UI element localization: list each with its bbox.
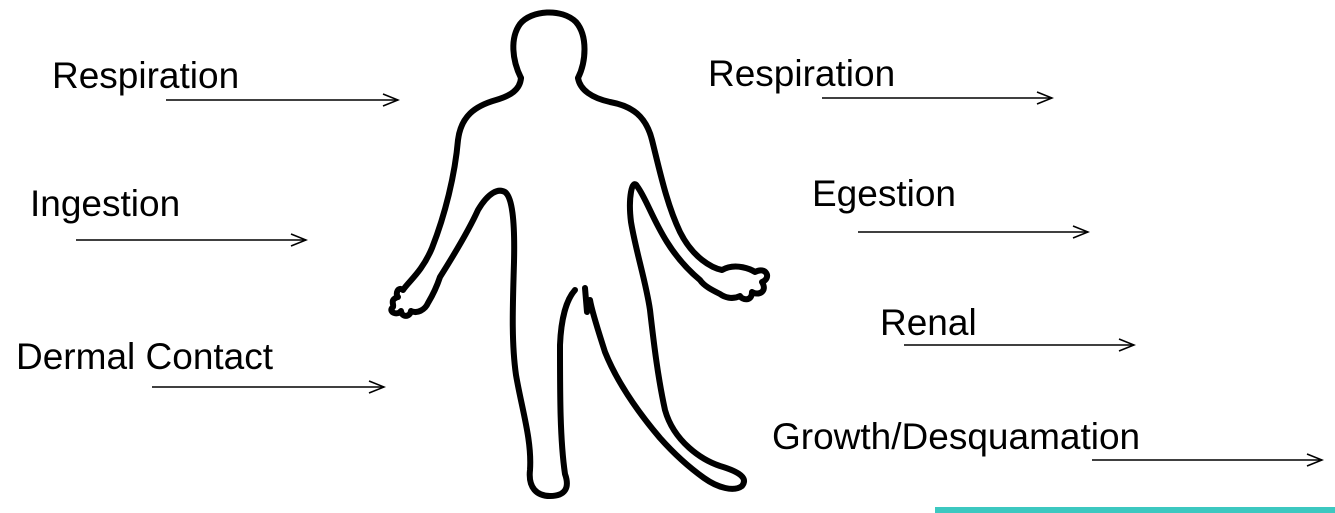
body-left-side [391, 78, 575, 496]
elimination-arrows [822, 98, 1322, 460]
body-head [513, 12, 584, 78]
body-groin-mark [585, 288, 587, 312]
label-in-dermal-contact: Dermal Contact [16, 338, 273, 375]
label-in-ingestion: Ingestion [30, 185, 180, 222]
label-in-respiration: Respiration [52, 57, 239, 94]
label-out-renal: Renal [880, 304, 977, 341]
label-out-egestion: Egestion [812, 175, 956, 212]
label-out-respiration: Respiration [708, 55, 895, 92]
label-out-growth-desquamation: Growth/Desquamation [772, 418, 1140, 455]
accent-bar [935, 507, 1335, 513]
body-right-side [578, 78, 767, 489]
